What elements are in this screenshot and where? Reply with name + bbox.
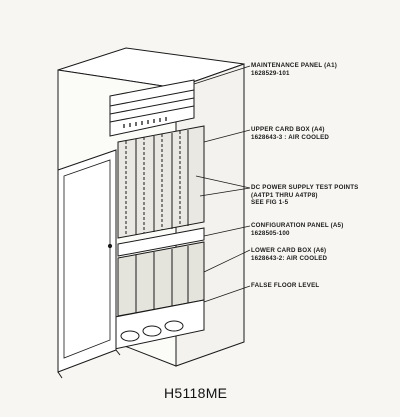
label-configuration-panel: CONFIGURATION PANEL (A5) 1628505-100 xyxy=(251,222,344,237)
door-handle xyxy=(107,243,113,249)
open-door xyxy=(57,149,117,373)
figure-caption: H5118ME xyxy=(164,385,228,401)
leader-lines xyxy=(193,65,251,303)
maintenance-panel-switches xyxy=(123,117,167,128)
label-maintenance-panel: MAINTENANCE PANEL (A1) 1628529-101 xyxy=(251,62,337,77)
label-dc-power-test-points: DC POWER SUPPLY TEST POINTS (A4TP1 THRU … xyxy=(251,184,359,206)
label-false-floor: FALSE FLOOR LEVEL xyxy=(251,282,320,289)
configuration-panel xyxy=(117,227,205,257)
upper-card-slots xyxy=(125,130,189,237)
label-upper-card-box: UPPER CARD BOX (A4) 1628643-3 : AIR COOL… xyxy=(251,126,330,141)
upper-card-box xyxy=(117,125,205,239)
lower-card-slots xyxy=(135,246,189,313)
floor-vents xyxy=(120,320,184,342)
label-lower-card-box: LOWER CARD BOX (A6) 1628643-2: AIR COOLE… xyxy=(251,247,328,262)
